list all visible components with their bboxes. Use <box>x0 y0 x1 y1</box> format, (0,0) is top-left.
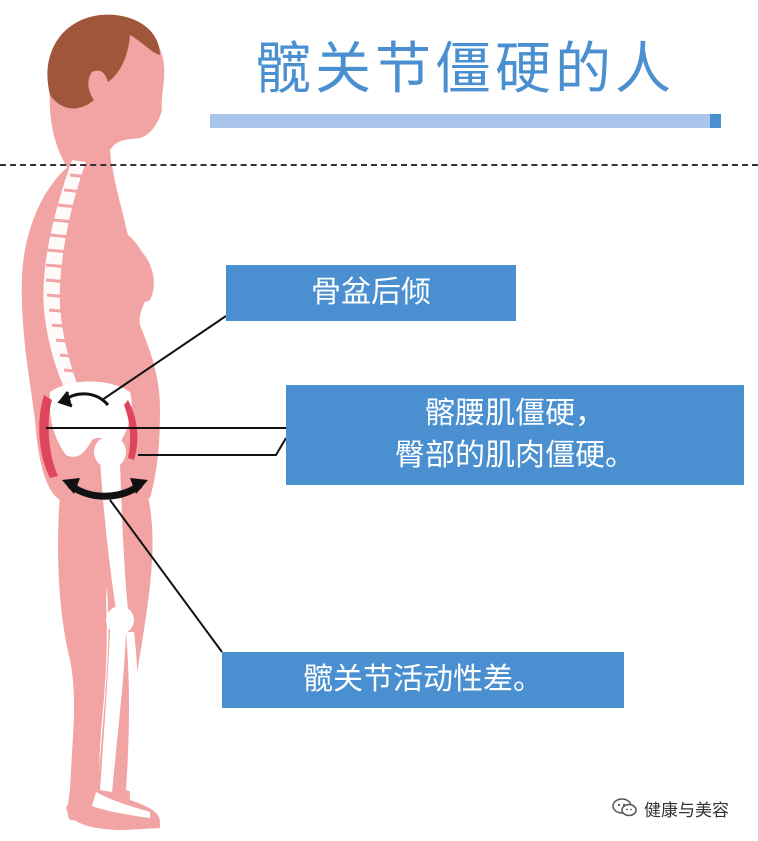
spine <box>43 160 89 400</box>
label-hip-text: 髋关节活动性差。 <box>303 662 543 697</box>
foot <box>66 800 161 830</box>
dashed-divider <box>0 164 758 166</box>
breast <box>125 240 154 303</box>
label-pelvis-text: 骨盆后倾 <box>311 275 431 310</box>
watermark-text: 健康与美容 <box>644 800 729 821</box>
hair <box>47 14 160 109</box>
label-muscle-stiffness: 髂腰肌僵硬， 臀部的肌肉僵硬。 <box>286 385 744 485</box>
page-title: 髋关节僵硬的人 <box>255 37 675 102</box>
label-muscle-line2: 臀部的肌肉僵硬。 <box>395 438 635 473</box>
muscle-highlight-back <box>39 395 58 478</box>
title-underline-end <box>710 114 721 128</box>
label-muscle-line1: 髂腰肌僵硬， <box>425 396 605 431</box>
title-underline <box>210 114 710 128</box>
leader-lines <box>46 315 287 653</box>
vertebrae <box>45 173 89 389</box>
label-hip-mobility: 髋关节活动性差。 <box>222 652 624 708</box>
muscle-highlight-front <box>124 400 138 460</box>
label-pelvis-tilt: 骨盆后倾 <box>226 265 516 321</box>
watermark: 健康与美容 <box>612 795 729 821</box>
leg-back <box>58 495 112 822</box>
wechat-icon <box>612 798 637 817</box>
pelvis-rotation-arrow <box>57 391 110 408</box>
hip-movement-arrow <box>62 478 148 500</box>
